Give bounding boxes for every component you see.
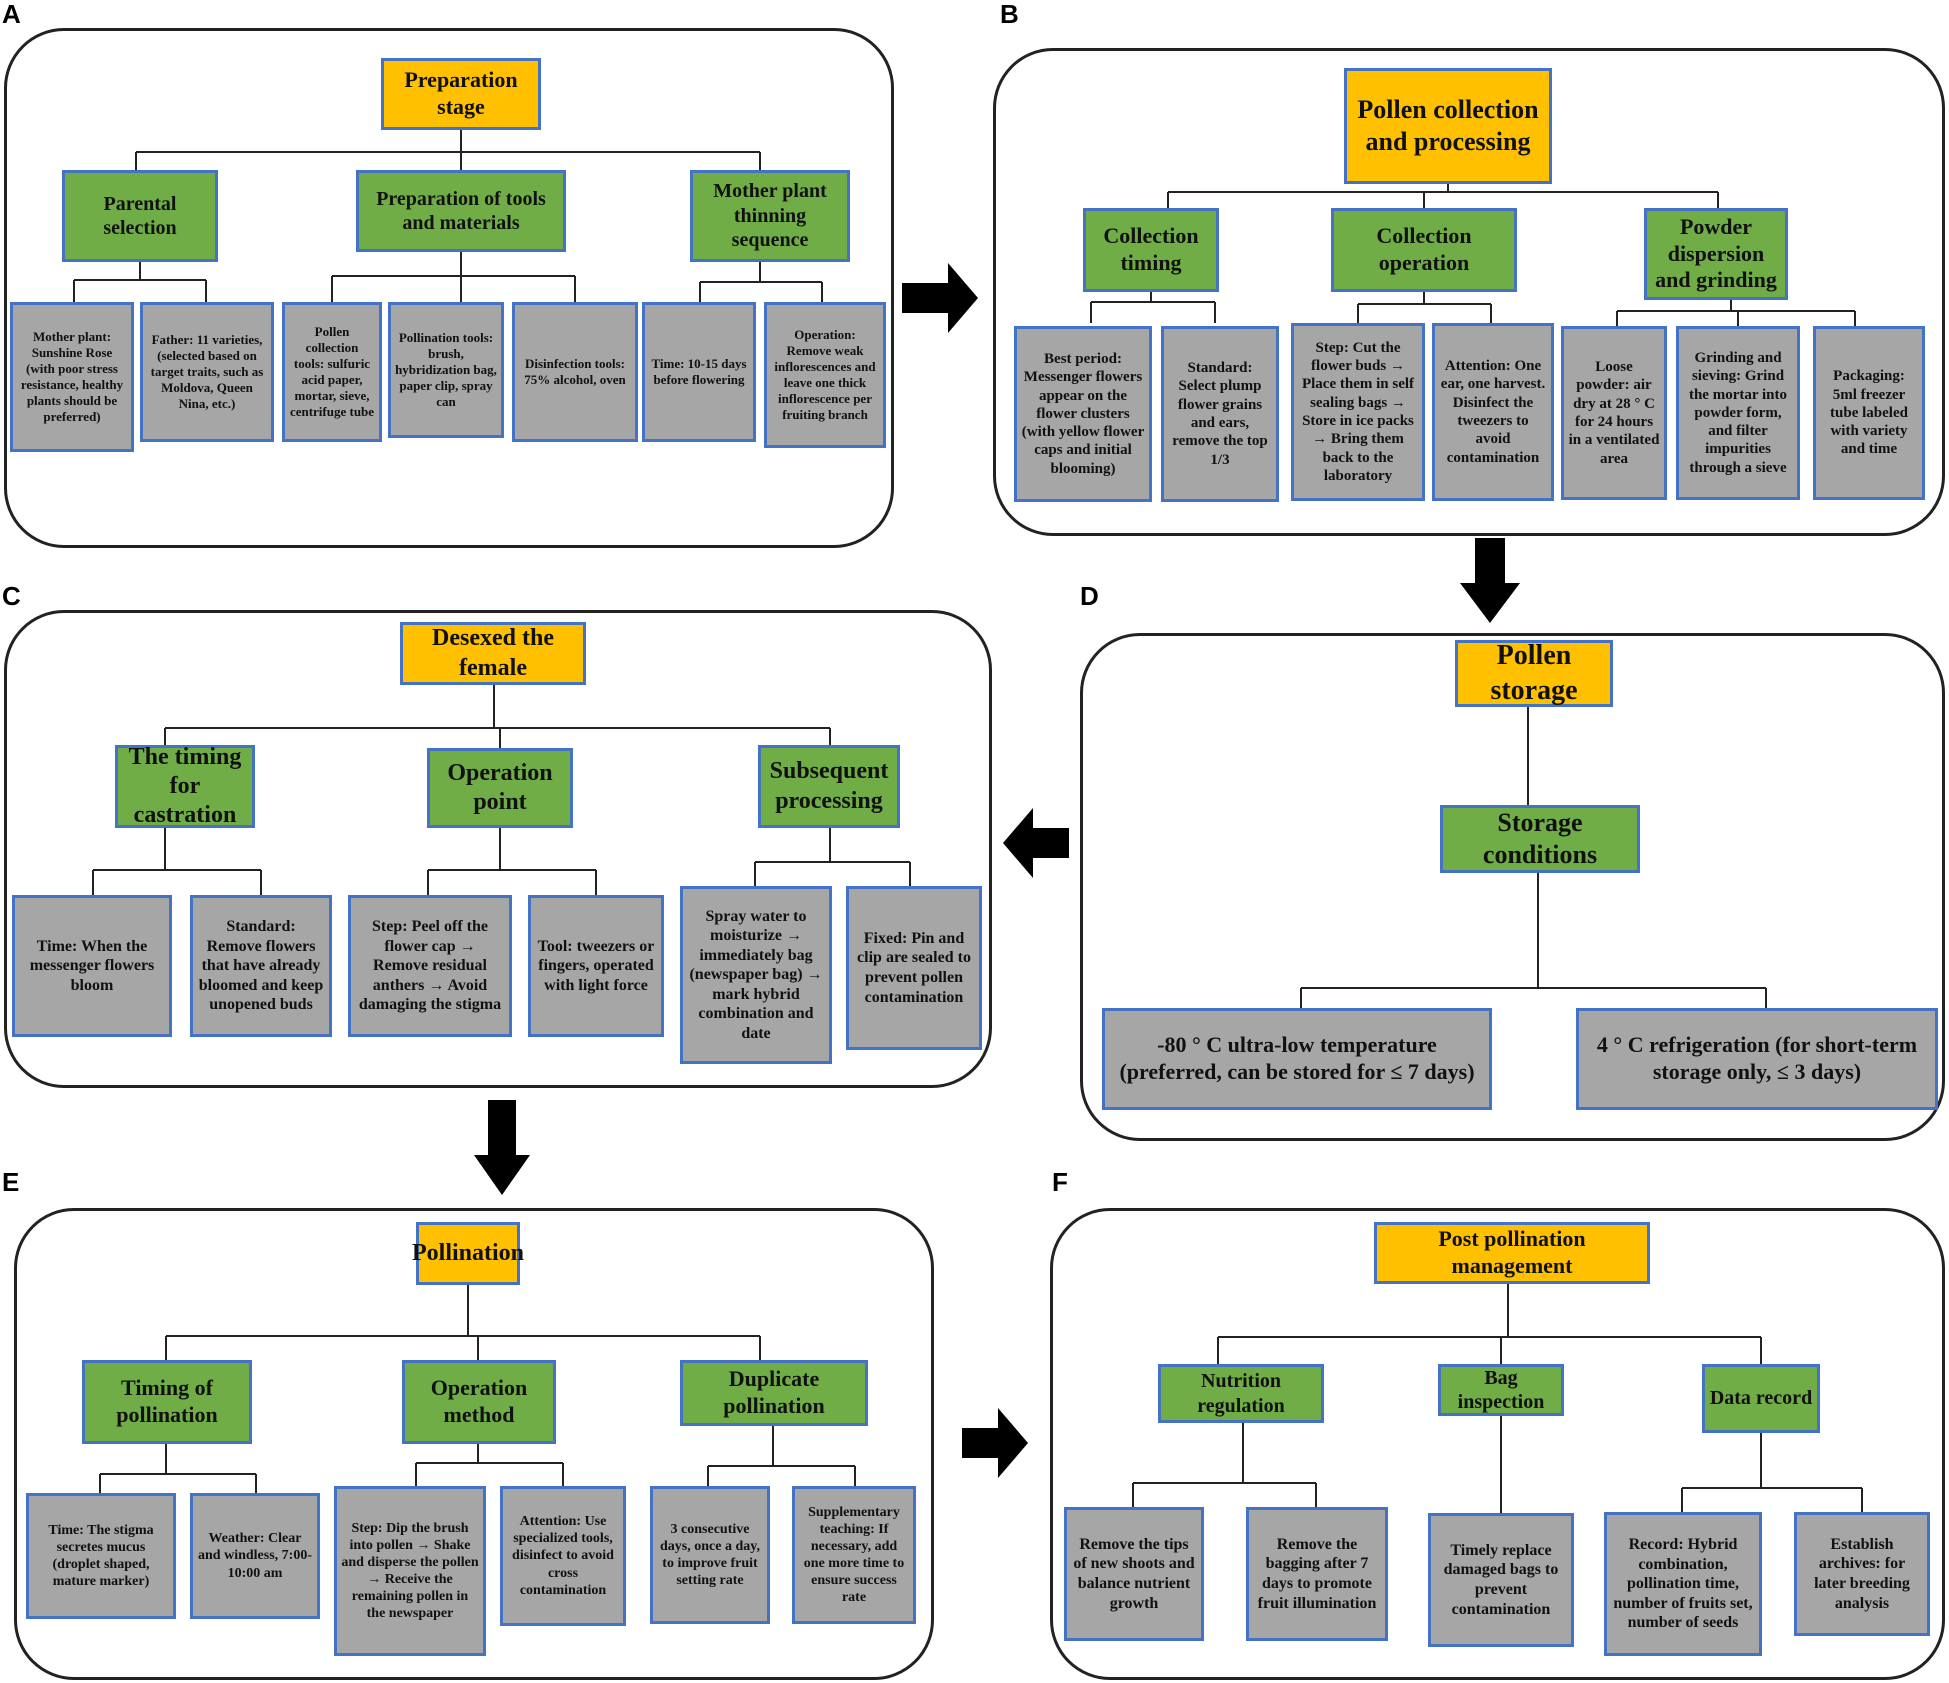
panel-e-label: E [2, 1167, 20, 1197]
panel-a-leaf-3: Pollen collection tools: sulfuric acid p… [282, 302, 382, 442]
panel-f-category-2: Bag inspection [1438, 1364, 1564, 1416]
panel-a-leaf-2: Father: 11 varieties, (selected based on… [140, 302, 274, 442]
arrow-e-to-f [962, 1408, 1028, 1478]
panel-a-leaf-6: Time: 10-15 days before flowering [642, 302, 756, 442]
panel-b-leaf-5: Loose powder: air dry at 28 ° C for 24 h… [1561, 326, 1667, 500]
panel-c-category-3: Subsequent processing [758, 745, 900, 828]
panel-c-leaf-3: Step: Peel off the flower cap → Remove r… [348, 895, 512, 1037]
panel-a-leaf-5: Disinfection tools: 75% alcohol, oven [512, 302, 638, 442]
panel-e-leaf-4: Attention: Use specialized tools, disinf… [500, 1486, 626, 1626]
panel-b-leaf-1: Best period: Messenger flowers appear on… [1014, 326, 1152, 502]
arrow-c-to-e [474, 1100, 530, 1195]
panel-c-label: C [2, 581, 21, 611]
panel-e-category-2: Operation method [402, 1360, 556, 1444]
panel-e-title: Pollination [412, 1222, 524, 1285]
panel-f-leaf-3: Timely replace damaged bags to prevent c… [1428, 1513, 1574, 1647]
panel-e-leaf-2: Weather: Clear and windless, 7:00-10:00 … [190, 1493, 320, 1619]
panel-a-leaf-1: Mother plant: Sunshine Rose (with poor s… [10, 302, 134, 452]
panel-f-category-3: Data record [1702, 1364, 1820, 1433]
panel-a-category-3: Mother plant thinning sequence [690, 170, 850, 262]
panel-b-leaf-2: Standard: Select plump flower grains and… [1161, 326, 1279, 502]
panel-b-category-2: Collection operation [1331, 208, 1517, 292]
panel-f-leaf-1: Remove the tips of new shoots and balanc… [1064, 1507, 1204, 1641]
arrow-a-to-b [902, 263, 978, 333]
panel-c-leaf-2: Standard: Remove flowers that have alrea… [190, 895, 332, 1037]
panel-a-label: A [2, 0, 21, 29]
panel-f-leaf-5: Establish archives: for later breeding a… [1794, 1512, 1930, 1636]
panel-c-leaf-1: Time: When the messenger flowers bloom [12, 895, 172, 1037]
panel-e-category-1: Timing of pollination [82, 1360, 252, 1444]
panel-c-leaf-4: Tool: tweezers or fingers, operated with… [528, 895, 664, 1037]
panel-b-title: Pollen collection and processing [1344, 68, 1552, 184]
panel-e-leaf-1: Time: The stigma secretes mucus (droplet… [26, 1493, 176, 1619]
panel-f-leaf-2: Remove the bagging after 7 days to promo… [1246, 1507, 1388, 1641]
panel-c-leaf-5: Spray water to moisturize → immediately … [680, 886, 832, 1064]
panel-a-title: Preparation stage [381, 58, 541, 130]
panel-d-leaf-2: 4 ° C refrigeration (for short-term stor… [1576, 1008, 1938, 1110]
panel-c-title: Desexed the female [400, 622, 586, 685]
panel-f-title: Post pollination management [1374, 1222, 1650, 1284]
arrow-d-to-c [1003, 808, 1069, 878]
panel-b-category-3: Powder dispersion and grinding [1644, 208, 1788, 300]
panel-b-leaf-6: Grinding and sieving: Grind the mortar i… [1676, 326, 1800, 500]
panel-b-label: B [1000, 0, 1019, 29]
arrow-b-to-d [1460, 538, 1520, 623]
panel-f-label: F [1052, 1167, 1068, 1197]
panel-d-leaf-1: -80 ° C ultra-low temperature (preferred… [1102, 1008, 1492, 1110]
panel-e-leaf-5: 3 consecutive days, once a day, to impro… [650, 1486, 770, 1624]
panel-a-leaf-7: Operation: Remove weak inflorescences an… [764, 302, 886, 448]
panel-f-leaf-4: Record: Hybrid combination, pollination … [1604, 1512, 1762, 1656]
panel-a-category-2: Preparation of tools and materials [356, 170, 566, 252]
panel-b-leaf-7: Packaging: 5ml freezer tube labeled with… [1813, 326, 1925, 500]
panel-b-leaf-3: Step: Cut the flower buds → Place them i… [1291, 323, 1425, 501]
panel-d-label: D [1080, 581, 1099, 611]
panel-e-category-3: Duplicate pollination [680, 1360, 868, 1426]
panel-b-category-1: Collection timing [1083, 208, 1219, 292]
panel-e-leaf-3: Step: Dip the brush into pollen → Shake … [334, 1486, 486, 1656]
panel-a-leaf-4: Pollination tools: brush, hybridization … [388, 302, 504, 438]
panel-f-category-1: Nutrition regulation [1158, 1364, 1324, 1423]
panel-b-leaf-4: Attention: One ear, one harvest. Disinfe… [1432, 323, 1554, 501]
panel-c-category-2: Operation point [427, 748, 573, 828]
panel-a-category-1: Parental selection [62, 170, 218, 262]
panel-c-category-1: The timing for castration [115, 744, 255, 828]
panel-e-leaf-6: Supplementary teaching: If necessary, ad… [792, 1486, 916, 1624]
panel-d-title: Pollen storage [1455, 640, 1613, 707]
panel-d-category-1: Storage conditions [1440, 805, 1640, 873]
panel-c-leaf-6: Fixed: Pin and clip are sealed to preven… [846, 886, 982, 1050]
